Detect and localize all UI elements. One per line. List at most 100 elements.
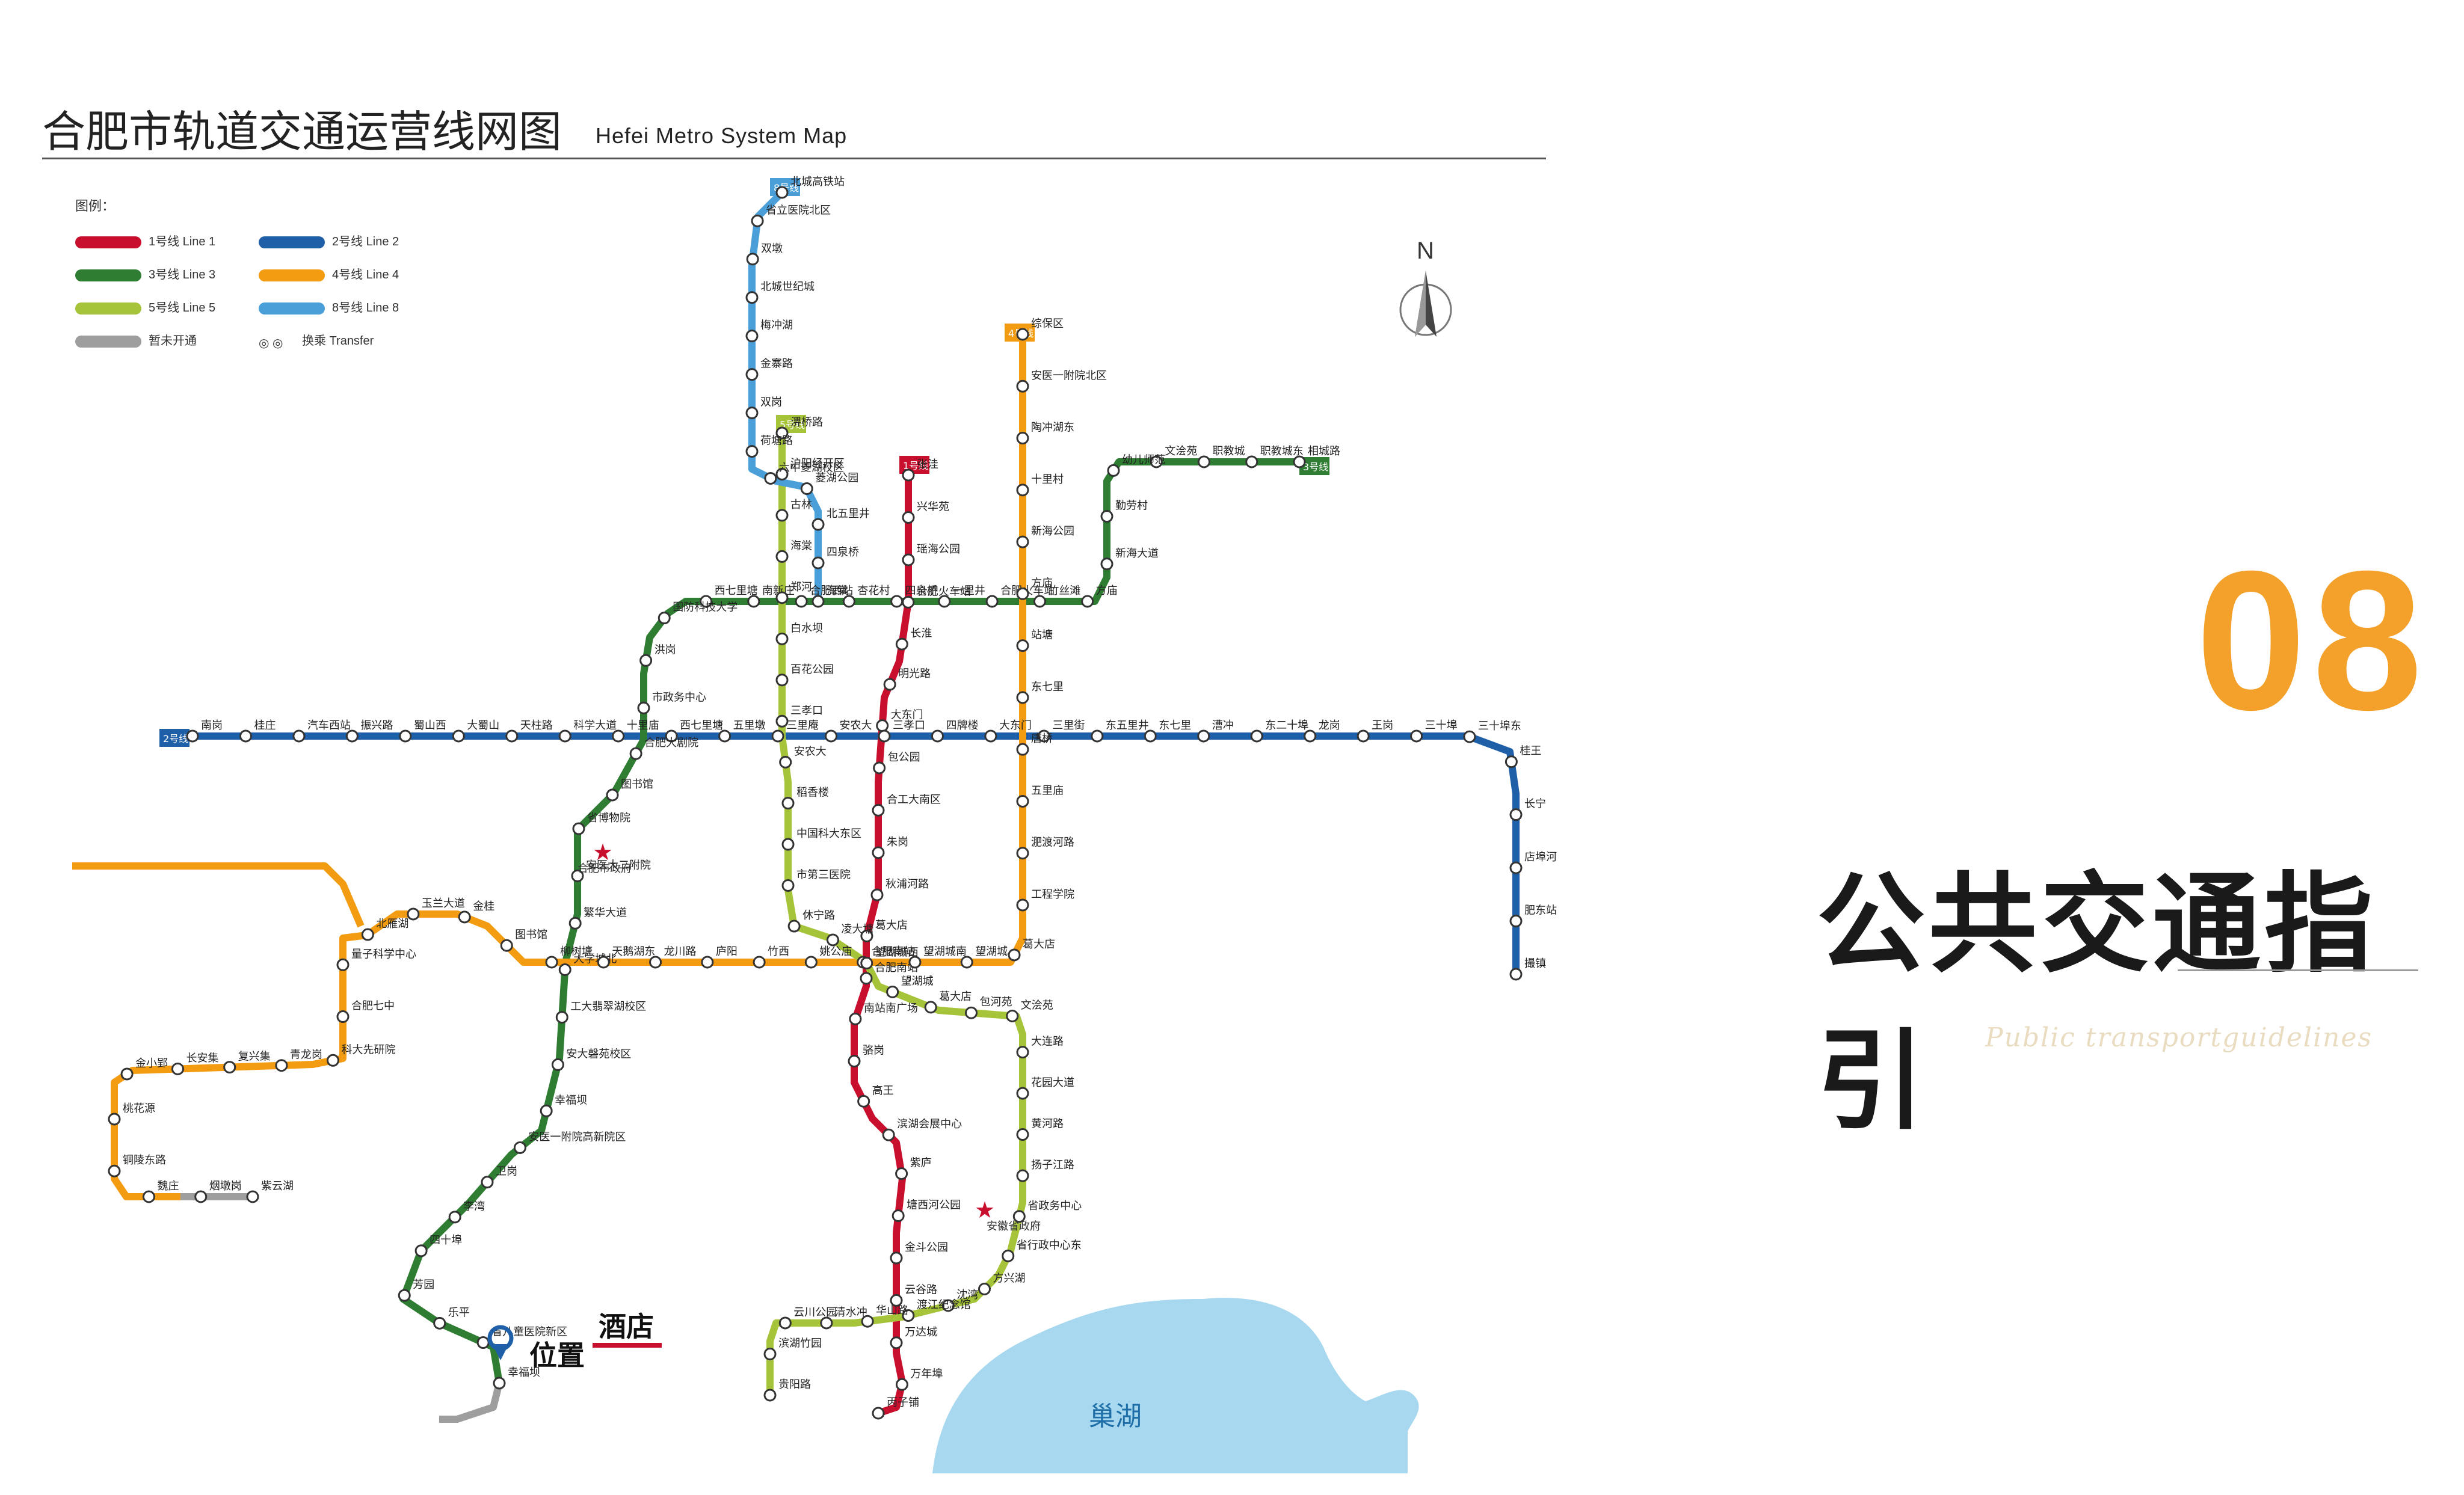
station-label: 省博物院 (587, 812, 630, 824)
station-dot (984, 729, 997, 743)
station-label: 王岗 (1372, 719, 1393, 732)
station-dot (142, 1190, 155, 1203)
station-label: 天鹅湖东 (612, 945, 655, 958)
station-label: 双岗 (760, 396, 782, 409)
legend-title: 图例： (75, 198, 116, 213)
station-label: 繁华大道 (584, 906, 627, 919)
legend-item: 4号线 Line 4 (259, 265, 399, 282)
station-dot (571, 869, 584, 882)
station-label: 新海大道 (1115, 547, 1159, 560)
station-label: 合工大南区 (887, 793, 941, 806)
station-label: 桃花源 (123, 1102, 155, 1115)
station-label: 北五里井 (827, 508, 870, 520)
station-dot (902, 595, 915, 609)
station-dot (1016, 639, 1029, 652)
station-dot (568, 916, 582, 930)
legend-label: 5号线 Line 5 (149, 301, 216, 315)
station-dot (1016, 379, 1029, 393)
station-label: 五里庙 (1031, 784, 1064, 797)
station-label: 幸福坝 (508, 1366, 540, 1379)
station-dot (747, 595, 760, 608)
station-dot (658, 612, 671, 625)
station-label: 振兴路 (360, 719, 393, 732)
station-label: 方兴湖 (993, 1272, 1025, 1285)
station-dot (820, 1316, 833, 1330)
station-dot (882, 1128, 895, 1141)
station-dots: 张洼兴华苑瑶海公园合肥火车站长淮明光路大东门包公园合工大南区朱岗秋浦河路葛大店合… (108, 176, 1557, 1420)
station-label: 科学大道 (573, 719, 617, 732)
station-label: 五里墩 (733, 719, 766, 732)
station-label: 省立医院北区 (766, 204, 831, 216)
station-label: 包公园 (888, 751, 920, 764)
station-dot (1509, 808, 1523, 821)
station-label: 沈湾 (956, 1289, 978, 1301)
station-label: 黄河路 (1031, 1118, 1064, 1131)
legend-item: 3号线 Line 3 (75, 265, 215, 282)
legend-label: 3号线 Line 3 (149, 268, 216, 281)
line-1-track (851, 475, 912, 1417)
legend-item: 5号线 Line 5 (75, 298, 215, 315)
map-legend: 图例： 1号线 Line 1 2号线 Line 2 3号线 Line 3 4号线… (72, 195, 445, 358)
station-label: 长安集 (186, 1052, 218, 1064)
station-label: 万达城 (905, 1326, 937, 1339)
station-dot (558, 963, 571, 977)
legend-swatch-line-4 (259, 269, 325, 281)
station-dot (842, 595, 855, 608)
line-badge-label: 1号线 (903, 460, 928, 471)
station-dot (872, 803, 885, 817)
station-dot (890, 1294, 903, 1307)
station-dot (745, 330, 759, 343)
station-dot (1016, 432, 1029, 445)
station-dot (336, 1010, 350, 1024)
section-title: 公共交通指引 (1817, 862, 2377, 1144)
station-dot (764, 471, 777, 485)
station-dot (1197, 455, 1210, 468)
station-label: 芳园 (413, 1279, 434, 1291)
station-label: 望湖城南 (923, 945, 967, 958)
station-dot (800, 482, 813, 496)
station-label: 望湖城 (975, 945, 1008, 958)
station-label: 图书馆 (621, 778, 653, 791)
station-label: 大连路 (1031, 1036, 1064, 1048)
station-label: 渡江纪念馆 (917, 1298, 971, 1312)
station-label: 方庙 (1031, 577, 1053, 589)
station-label: 柳树塘 (560, 945, 593, 958)
station-label: 白水坝 (790, 622, 823, 634)
station-label: 万年埠 (910, 1368, 943, 1380)
station-dot (763, 1389, 777, 1402)
station-dot (753, 956, 766, 969)
station-label: 方庙 (1096, 585, 1118, 597)
station-label: 南站南广场 (864, 1002, 918, 1015)
station-label: 望湖城 (901, 975, 934, 987)
legend-label: 8号线 Line 8 (332, 301, 399, 315)
station-label: 沪阳经开区 (790, 457, 845, 470)
station-dot (414, 1244, 428, 1257)
you-are-here-label: 位置 (529, 1339, 585, 1372)
station-dot (781, 838, 795, 851)
station-dot (701, 956, 714, 969)
station-dot (781, 797, 795, 810)
station-dot (812, 556, 825, 569)
station-dot (779, 755, 792, 769)
station-dot (407, 907, 420, 921)
station-dot (978, 1283, 991, 1296)
station-label: 望湖城西 (875, 947, 919, 959)
station-dot (1410, 729, 1423, 743)
station-label: 十里村 (1031, 473, 1064, 486)
station-dot (1037, 729, 1050, 743)
lake-shape (932, 1298, 1419, 1473)
unopened-track (439, 1382, 503, 1423)
station-label: 张洼 (917, 458, 938, 471)
station-dot (327, 1054, 340, 1067)
station-label: 四十埠 (430, 1234, 462, 1247)
station-dot (775, 426, 789, 440)
station-dot (931, 729, 944, 743)
station-label: 东五里井 (1106, 719, 1149, 732)
legend-item: 8号线 Line 8 (259, 298, 399, 315)
station-dot (775, 550, 789, 563)
station-dot (398, 1289, 411, 1302)
station-dot (924, 1001, 937, 1014)
station-label: 幸福坝 (555, 1094, 587, 1107)
station-label: 三十埠东 (1478, 720, 1521, 732)
station-label: 新海公园 (1031, 525, 1074, 538)
